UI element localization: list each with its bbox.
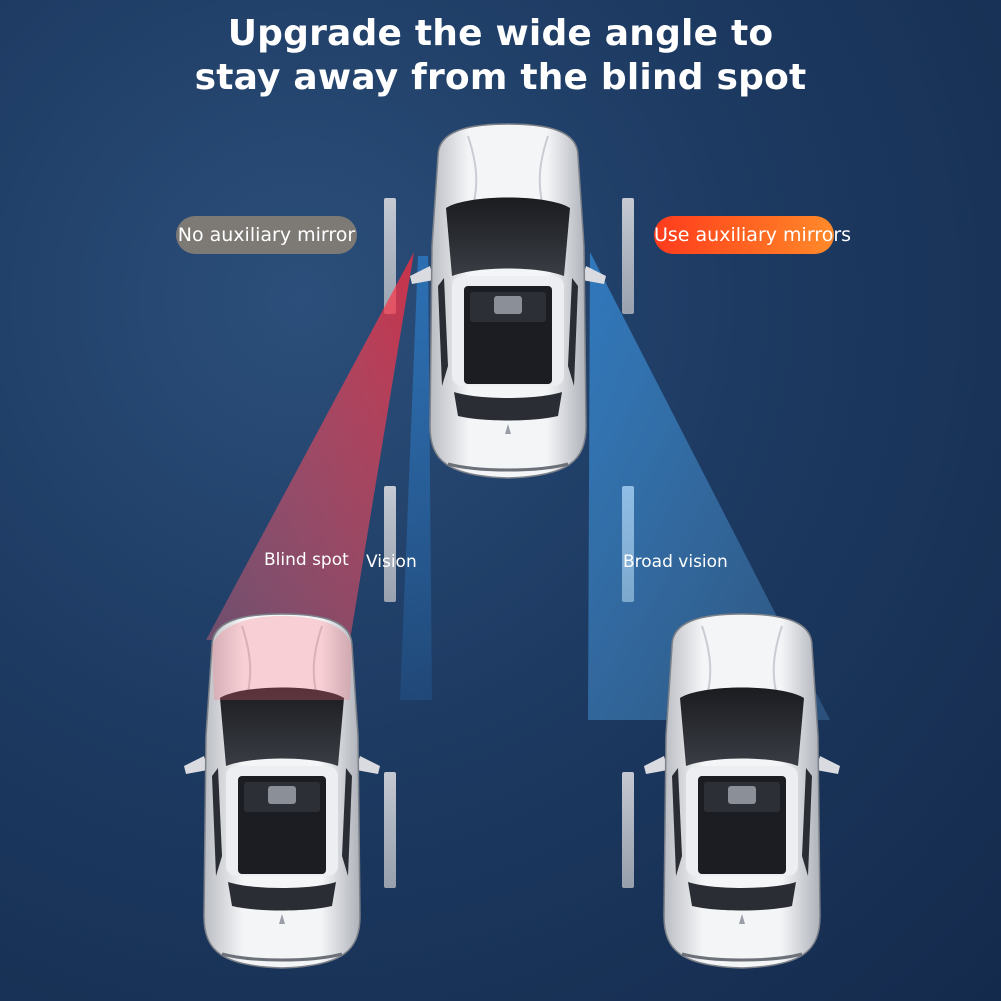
vision-label: Vision <box>366 552 417 572</box>
car-bottom-right <box>642 612 842 970</box>
blind-spot-label: Blind spot <box>264 550 349 570</box>
broad-vision-beam <box>588 252 830 720</box>
car-top-center <box>408 122 608 480</box>
vision-beam <box>400 256 432 700</box>
use-auxiliary-mirrors-badge: Use auxiliary mirrors <box>654 216 851 254</box>
page-title: Upgrade the wide angle to stay away from… <box>0 12 1001 100</box>
lane-markings <box>384 198 634 888</box>
title-line-1: Upgrade the wide angle to <box>227 13 774 54</box>
broad-vision-label: Broad vision <box>623 552 728 572</box>
title-line-2: stay away from the blind spot <box>194 57 807 98</box>
no-auxiliary-mirror-badge: No auxiliary mirror <box>176 216 357 254</box>
blind-spot-tint <box>212 616 352 700</box>
blind-spot-beam <box>206 252 414 640</box>
